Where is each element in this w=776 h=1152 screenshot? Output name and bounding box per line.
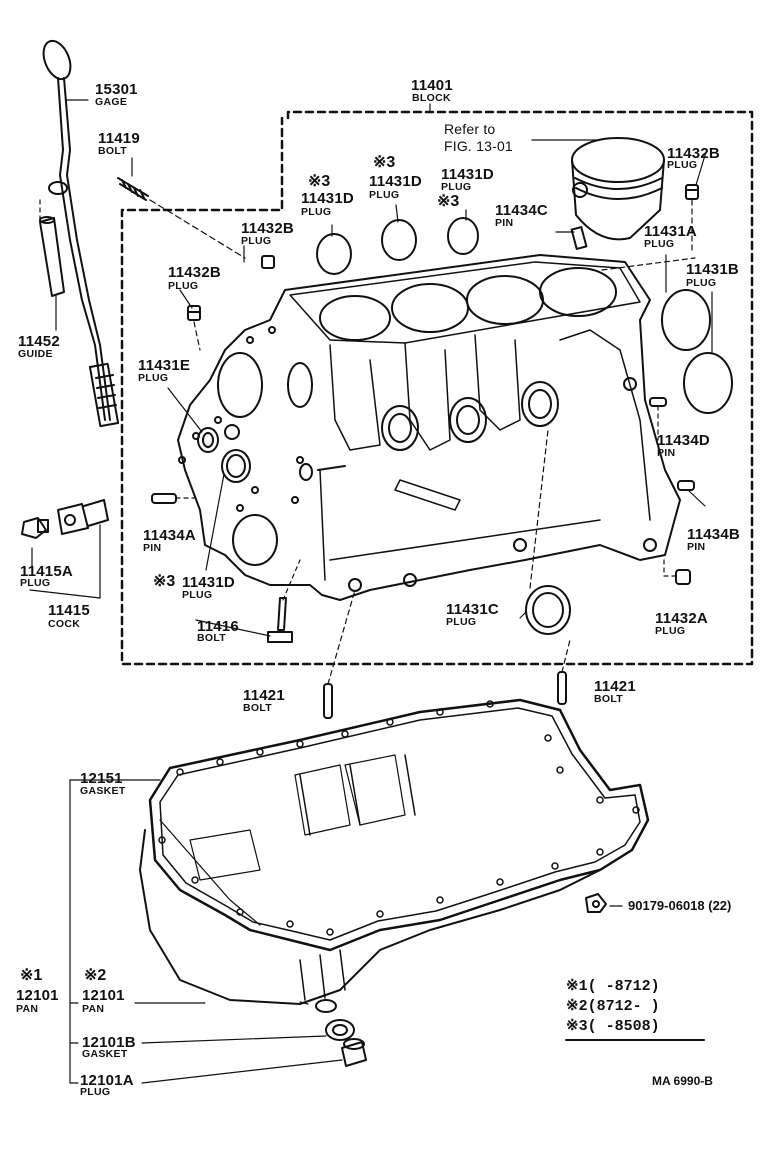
side-plugs (197, 254, 733, 635)
piston-drawing (531, 137, 665, 250)
plug-11432b-mid-name: PLUG (168, 280, 199, 292)
nut-drawing (585, 893, 607, 913)
plug-11431d-2-mark: ※3 (373, 154, 396, 171)
gage-part-name: GAGE (95, 96, 128, 108)
guide-part-number: 11452 (18, 333, 60, 350)
plug-11431d-3-number: 11431D (441, 166, 494, 183)
pan-group-brackets (69, 779, 623, 1084)
pin-11434d-number: 11434D (657, 432, 710, 449)
plug-11431d-3-mark: ※3 (437, 193, 460, 210)
plug-11431d-1-name: PLUG (301, 206, 332, 218)
legend-row-2: ※2(8712- ) (566, 998, 660, 1015)
plug-11431d-4-name: PLUG (182, 589, 213, 601)
stud-11421-right-name: BOLT (594, 693, 623, 705)
cock-part-name: COCK (48, 618, 81, 630)
refer-text-line2: FIG. 13-01 (444, 138, 513, 154)
plug-11431b-number: 11431B (686, 261, 739, 278)
bolt-11419-number: 11419 (98, 130, 140, 147)
plug-11431a-name: PLUG (644, 238, 675, 250)
plug-11432b-mid-number: 11432B (168, 264, 221, 281)
plug-12101a-number: 12101A (80, 1072, 134, 1089)
plug-11432b-top-right-name: PLUG (667, 159, 698, 171)
pan-2-mark: ※2 (84, 967, 107, 984)
pin-11434b-name: PIN (687, 541, 706, 553)
legend-row-3: ※3( -8508) (566, 1018, 660, 1035)
oil-pan-drawing (139, 698, 650, 1013)
plug-11431a-number: 11431A (644, 223, 697, 240)
guide-drawing (39, 199, 65, 331)
stud-bolt-drawings (323, 589, 571, 719)
pin-drawings (151, 397, 706, 585)
bolt-11419-name: BOLT (98, 145, 127, 157)
bolt-11416-name: BOLT (197, 632, 226, 644)
plug-11431d-3-name: PLUG (441, 181, 472, 193)
pin-11434b-number: 11434B (687, 526, 740, 543)
pin-11434d-name: PIN (657, 447, 676, 459)
guide-part-name: GUIDE (18, 348, 53, 360)
plug-11431e-number: 11431E (138, 357, 191, 374)
stud-11421-left-number: 11421 (243, 687, 285, 704)
gasket-12151-name: GASKET (80, 785, 126, 797)
pan-1-name: PAN (16, 1003, 39, 1015)
pin-11434a-name: PIN (143, 542, 162, 554)
legend-row-1: ※1( -8712) (566, 978, 660, 995)
gasket-12151-number: 12151 (80, 770, 123, 787)
plug-11431e-name: PLUG (138, 372, 169, 384)
gage-part-number: 15301 (95, 81, 138, 98)
nut-part-code: 90179-06018 (22) (628, 898, 732, 913)
plug-11431d-2-name: PLUG (369, 189, 400, 201)
engine-block-drawing (177, 254, 681, 601)
bolt-11416-drawing (267, 559, 301, 643)
plug-11431d-4-mark: ※3 (153, 573, 176, 590)
gasket-12101b-name: GASKET (82, 1048, 128, 1060)
pan-1-number: 12101 (16, 987, 59, 1004)
stud-11421-right-number: 11421 (594, 678, 636, 695)
pin-11434c-number: 11434C (495, 202, 548, 219)
plug-11415a-name: PLUG (20, 577, 51, 589)
pan-2-number: 12101 (82, 987, 125, 1004)
drain-plug-drawing (141, 1001, 367, 1084)
plug-11431c-number: 11431C (446, 601, 499, 618)
plug-11431d-1-number: 11431D (301, 190, 354, 207)
plug-11432a-name: PLUG (655, 625, 686, 637)
pan-bolt-holes (158, 700, 640, 936)
stud-11421-left-name: BOLT (243, 702, 272, 714)
block-part-number: 11401 (411, 77, 453, 94)
dipstick-gage-drawing (42, 39, 120, 428)
plug-11431c-name: PLUG (446, 616, 477, 628)
plug-11432b-drawings (187, 184, 699, 351)
bolt-11416-number: 11416 (197, 618, 239, 635)
plug-11432b-top-right-number: 11432B (667, 145, 720, 162)
plug-12101a-name: PLUG (80, 1086, 111, 1098)
drain-cock-drawing (21, 499, 109, 599)
leader-lines (167, 151, 707, 637)
bolt-11419-drawing (117, 157, 246, 259)
figure-code: MA 6990-B (652, 1074, 713, 1088)
pin-11434a-number: 11434A (143, 527, 196, 544)
pan-2-name: PAN (82, 1003, 105, 1015)
gasket-12101b-number: 12101B (82, 1034, 136, 1051)
plug-11432b-left-number: 11432B (241, 220, 294, 237)
cup-plugs-11431d (316, 217, 479, 275)
pin-11434c-name: PIN (495, 217, 514, 229)
pan-1-mark: ※1 (20, 967, 43, 984)
cock-part-number: 11415 (48, 602, 90, 619)
plug-11432b-left-name: PLUG (241, 235, 272, 247)
plug-11432a-number: 11432A (655, 610, 708, 627)
block-part-name: BLOCK (412, 92, 451, 104)
plug-11431d-1-mark: ※3 (308, 173, 331, 190)
plug-11431b-name: PLUG (686, 277, 717, 289)
plug-11431d-4-number: 11431D (182, 574, 235, 591)
plug-11431d-2-number: 11431D (369, 173, 422, 190)
refer-text-line1: Refer to (444, 121, 496, 137)
block-boundary (120, 110, 754, 666)
plug-11415a-number: 11415A (20, 563, 73, 580)
